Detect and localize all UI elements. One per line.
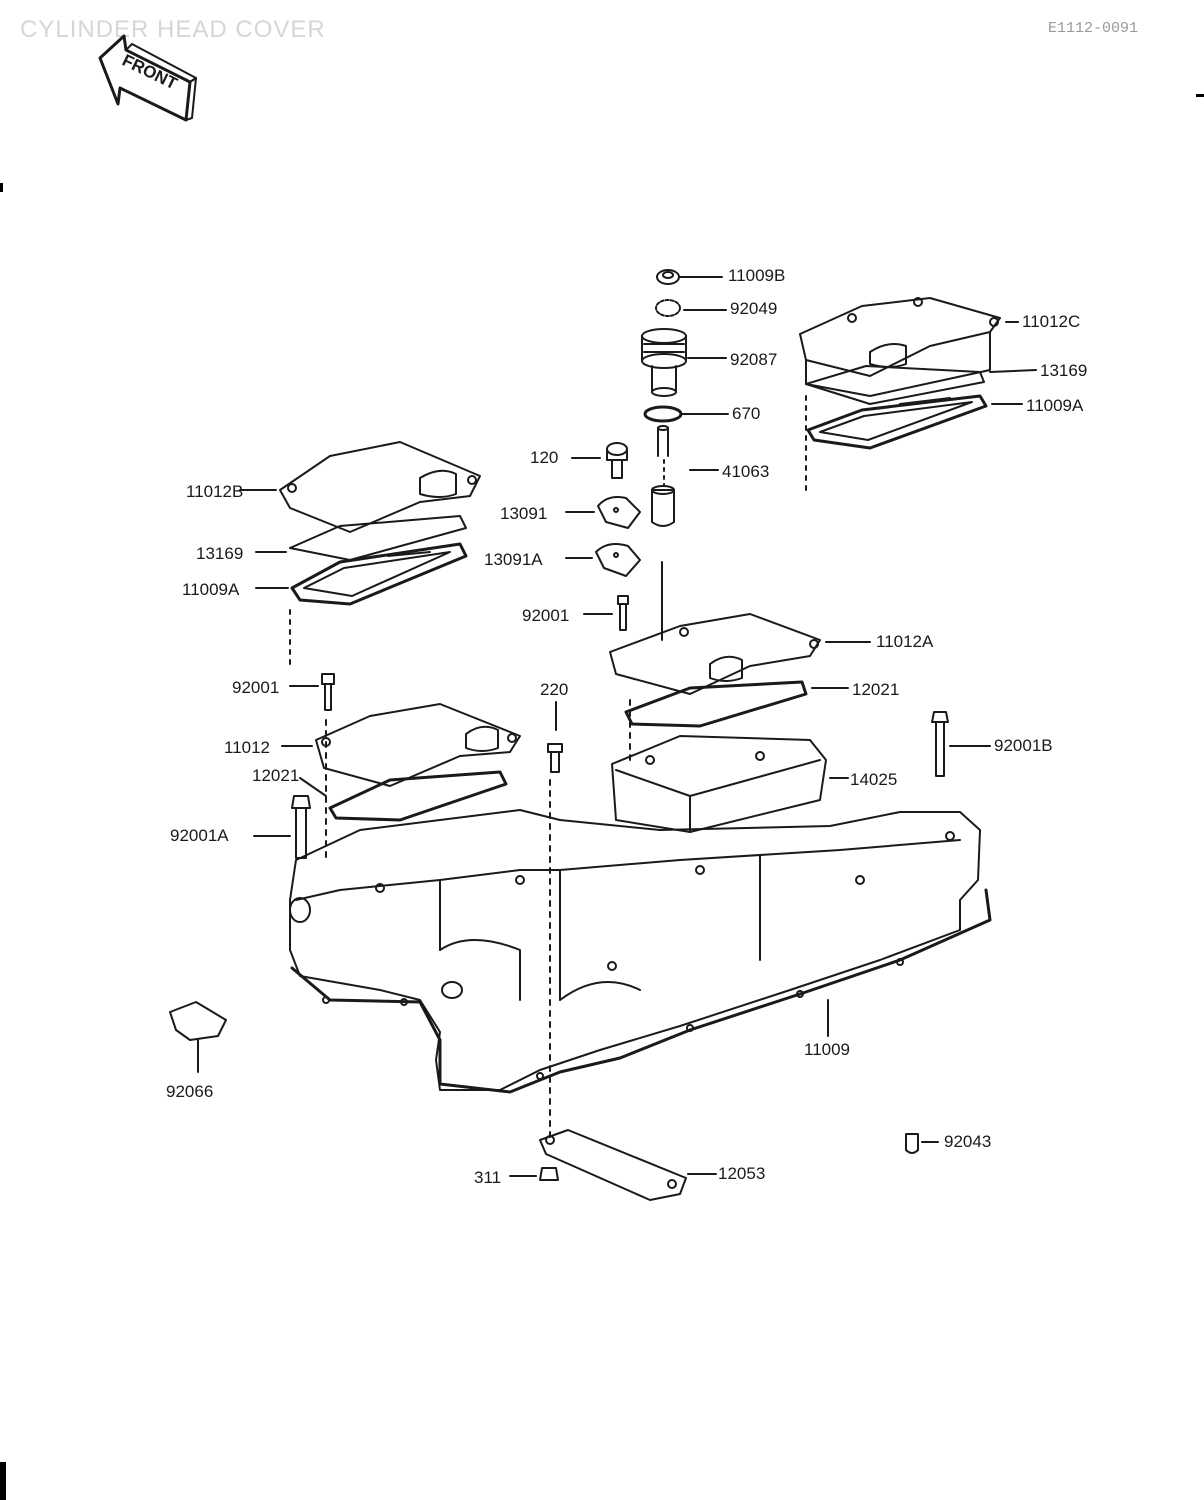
label-11009A-right: 11009A <box>1026 396 1084 415</box>
scan-mark-left-bottom <box>0 1462 6 1500</box>
part-311 <box>509 1167 559 1181</box>
part-12053 <box>539 1129 717 1201</box>
part-92001A <box>253 795 311 859</box>
label-120: 120 <box>530 448 559 467</box>
label-13169-right: 13169 <box>1040 361 1088 380</box>
part-11009 <box>289 809 992 1094</box>
label-670: 670 <box>732 404 761 423</box>
label-11012B: 11012B <box>186 482 244 501</box>
label-11009A-left: 11009A <box>182 580 240 599</box>
label-13091: 13091 <box>500 504 548 523</box>
part-14025 <box>611 735 849 833</box>
label-14025: 14025 <box>850 770 898 789</box>
diagram-reference-code: E1112-0091 <box>1048 20 1139 37</box>
label-11009B: 11009B <box>728 266 786 285</box>
label-12053: 12053 <box>718 1164 766 1183</box>
label-12021-right: 12021 <box>852 680 900 699</box>
part-220 <box>547 701 563 773</box>
part-120 <box>571 442 628 479</box>
label-11012: 11012 <box>224 738 271 757</box>
label-92043: 92043 <box>944 1132 992 1151</box>
part-13091A <box>565 543 663 641</box>
part-670 <box>643 405 729 423</box>
label-41063: 41063 <box>722 462 770 481</box>
front-arrow-icon: FRONT <box>98 34 197 122</box>
part-12021-right <box>624 680 849 728</box>
part-11009A-right <box>805 394 1023 495</box>
label-92001-middle: 92001 <box>522 606 570 625</box>
part-11009B <box>656 269 723 285</box>
label-92066: 92066 <box>166 1082 214 1101</box>
label-11012A: 11012A <box>876 632 934 651</box>
scan-mark-left-top <box>0 183 3 192</box>
part-92049 <box>655 299 727 317</box>
label-11009: 11009 <box>804 1040 851 1059</box>
part-11012B <box>239 441 481 533</box>
part-92001-middle <box>583 595 629 631</box>
part-13169-right <box>805 365 1037 405</box>
part-92043 <box>905 1133 939 1154</box>
part-11012C <box>799 297 1019 397</box>
label-311: 311 <box>474 1168 502 1187</box>
label-92087: 92087 <box>730 350 778 369</box>
part-92066 <box>169 1001 227 1073</box>
front-label: FRONT <box>119 51 181 94</box>
part-41063 <box>651 425 719 527</box>
label-92001-left: 92001 <box>232 678 280 697</box>
label-92049: 92049 <box>730 299 778 318</box>
part-92001B <box>931 711 991 777</box>
label-11012C: 11012C <box>1022 312 1081 331</box>
part-11012A <box>609 613 871 695</box>
part-11009A-left <box>255 542 468 671</box>
page-title: CYLINDER HEAD COVER <box>20 16 326 43</box>
label-13091A: 13091A <box>484 550 543 569</box>
part-12021-left <box>299 770 508 822</box>
part-92001-left <box>289 673 335 711</box>
label-220: 220 <box>540 680 569 699</box>
label-92001B: 92001B <box>994 736 1053 755</box>
part-13091 <box>565 496 641 529</box>
label-92001A: 92001A <box>170 826 229 845</box>
label-12021-left: 12021 <box>252 766 300 785</box>
scan-mark-right <box>1196 94 1204 97</box>
label-13169-left: 13169 <box>196 544 244 563</box>
part-13169-left <box>255 515 467 561</box>
part-11012 <box>281 703 521 787</box>
part-92087 <box>641 328 727 397</box>
